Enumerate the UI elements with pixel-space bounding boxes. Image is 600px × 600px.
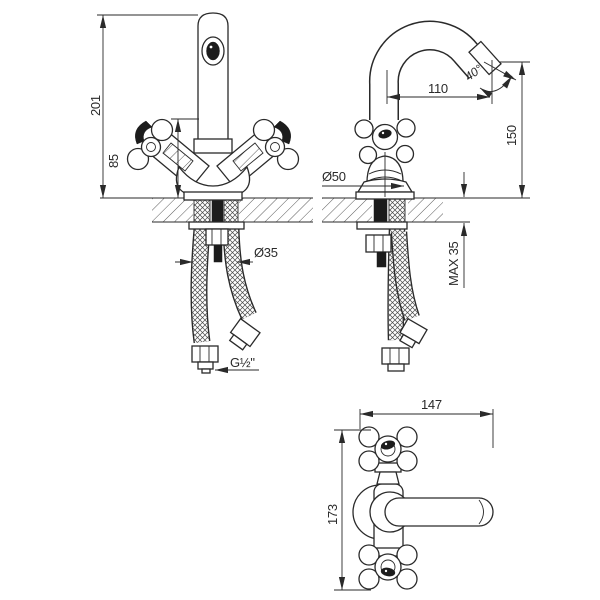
front-dimensions: 201 85 Ø35 G½" [88, 14, 278, 374]
countertop-hatch [152, 198, 193, 222]
handle-ball [396, 426, 418, 448]
pipe-collar [193, 138, 233, 154]
hose-fitting [228, 317, 261, 351]
spout-tip [468, 40, 502, 76]
front-view: 201 85 Ø35 G½" [88, 12, 313, 374]
front-countertop [100, 197, 313, 223]
base-plate [183, 191, 243, 201]
countertop-hatch [408, 198, 443, 222]
mounting-washer [188, 221, 245, 230]
mounting-nut [205, 228, 229, 246]
countertop-hatch [239, 198, 313, 222]
dim-handle-height: 85 [106, 154, 121, 168]
hose-fitting [381, 347, 410, 372]
handle-screw [378, 129, 392, 139]
mounting-stud [373, 197, 388, 223]
handle-ball [396, 568, 418, 590]
top-view: 147 173 [325, 397, 494, 591]
dim-base-diameter: Ø50 [322, 169, 346, 184]
top-handle-lower [358, 544, 418, 590]
handle-screw [380, 440, 396, 450]
mounting-nut [365, 234, 392, 253]
hose-through-counter [388, 197, 406, 223]
front-left-handle [126, 118, 174, 171]
handle-ball [396, 544, 418, 566]
handle-ball [358, 426, 380, 448]
handle-hub [264, 136, 286, 158]
right-bonnet-band [232, 142, 264, 172]
hose-fitting [191, 345, 219, 374]
stud-tip [213, 244, 223, 263]
side-dimensions: 110 40° 150 MAX 35 Ø50 [322, 60, 530, 288]
dim-connection-thread: G½" [230, 355, 255, 370]
handle-screw [380, 567, 396, 577]
hose-fitting [399, 317, 428, 349]
dim-depth: 173 [325, 504, 340, 525]
dim-total-height: 201 [88, 95, 103, 116]
handle-ball [358, 450, 380, 472]
handle-ball [252, 118, 276, 142]
handle-ball [395, 144, 415, 164]
handle-ball [396, 450, 418, 472]
spout-top [384, 497, 494, 527]
side-view: 110 40° 150 MAX 35 Ø50 [322, 20, 530, 372]
handle-hub [140, 136, 162, 158]
handle-ball [396, 118, 416, 138]
dim-max-counter-thickness: MAX 35 [446, 241, 461, 286]
aerator-outlet [206, 41, 220, 61]
side-spout [368, 20, 502, 120]
handle-ball [150, 118, 174, 142]
dim-spout-height: 150 [504, 125, 519, 146]
handle-ball [358, 568, 380, 590]
front-faucet-body [148, 12, 278, 201]
top-dimensions: 147 173 [325, 397, 494, 591]
handle-ball [358, 145, 378, 165]
top-handle-upper [358, 426, 418, 472]
hose-through-counter [193, 197, 211, 223]
handle-neck [376, 471, 400, 485]
handle-ball [358, 544, 380, 566]
dim-spout-reach: 110 [428, 81, 448, 96]
front-hoses [190, 228, 261, 374]
spout-pipe [197, 12, 229, 144]
dim-width: 147 [421, 397, 442, 412]
spout-tip-line [478, 499, 484, 525]
mounting-washer [356, 221, 408, 230]
handle-ball [276, 147, 300, 171]
side-handle [354, 118, 416, 165]
handle-ball [354, 119, 374, 139]
mounting-stud [211, 197, 224, 223]
countertop-hatch [322, 198, 372, 222]
dim-hole-diameter: Ø35 [254, 245, 278, 260]
stud-tip [376, 251, 387, 268]
handle-ball [126, 147, 150, 171]
hose-through-counter [223, 197, 239, 223]
side-hoses [381, 228, 428, 372]
side-countertop [322, 197, 530, 223]
front-right-handle [252, 118, 300, 171]
